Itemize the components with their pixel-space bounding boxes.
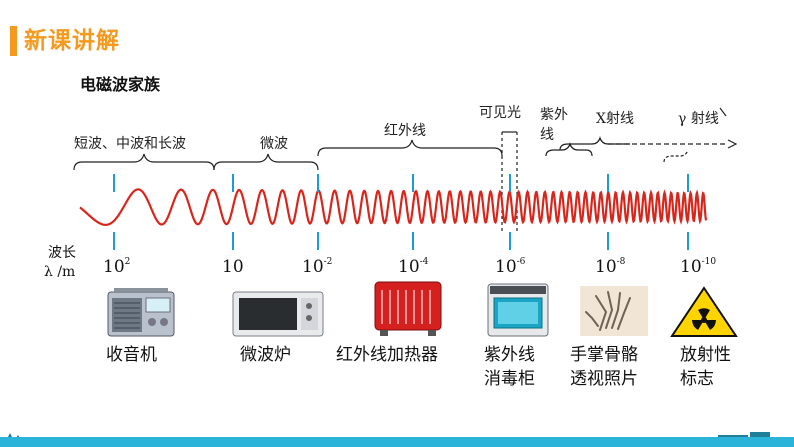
app-label-uv: 紫外线 xyxy=(484,345,535,365)
band-label-ultraviolet: 紫外 xyxy=(540,107,568,123)
app-label-radio: 收音机 xyxy=(106,345,157,365)
band-label-ultraviolet-2: 线 xyxy=(540,127,554,143)
band-label-visible: 可见光 xyxy=(479,105,521,121)
brace-microwave xyxy=(213,153,319,171)
app-label-xray-2: 透视照片 xyxy=(570,369,638,389)
section-title: 电磁波家族 xyxy=(80,75,161,94)
brace-radio xyxy=(73,153,215,171)
band-label-xray: X射线 xyxy=(596,111,634,127)
radiation-warning-icon xyxy=(670,286,738,337)
footer-decoration xyxy=(0,431,794,447)
uv-sterilizer-icon xyxy=(487,283,549,337)
tick-label-5: 10-6 xyxy=(495,257,526,277)
visible-light-separators xyxy=(501,132,518,232)
tick-label-4: 10-4 xyxy=(398,257,429,277)
app-label-heater: 红外线加热器 xyxy=(336,345,438,365)
tick-label-2: 10 xyxy=(222,257,244,277)
brace-gamma-dashed xyxy=(663,149,689,163)
em-wave xyxy=(79,188,708,226)
microwave-oven-icon xyxy=(232,291,324,337)
app-label-radiation-2: 标志 xyxy=(680,369,714,389)
app-label-uv-2: 消毒柜 xyxy=(484,369,535,389)
wavelength-ticks xyxy=(113,174,689,250)
footer-strip xyxy=(0,437,794,447)
brace-ultraviolet xyxy=(545,142,593,157)
band-label-microwave: 微波 xyxy=(260,136,288,152)
wavelength-label: 波长 xyxy=(48,245,76,261)
page-title: 新课讲解 xyxy=(24,28,120,54)
brace-infrared xyxy=(317,139,503,157)
radio-icon xyxy=(107,288,175,337)
wavelength-unit-label: λ /m xyxy=(44,264,76,280)
tick-label-3: 10-2 xyxy=(302,257,333,277)
infrared-heater-icon xyxy=(374,281,442,336)
app-label-microwave: 微波炉 xyxy=(240,345,291,365)
app-label-xray: 手掌骨骼 xyxy=(570,345,638,365)
band-braces xyxy=(73,107,738,171)
brace-xray xyxy=(559,136,630,151)
app-label-radiation: 放射性 xyxy=(680,345,731,365)
header-accent-bar xyxy=(10,26,17,56)
tick-label-7: 10-10 xyxy=(680,257,717,277)
band-label-radio: 短波、中波和长波 xyxy=(74,136,186,152)
band-label-infrared: 红外线 xyxy=(384,123,426,139)
xray-hand-icon xyxy=(580,286,648,336)
tick-label-1: 102 xyxy=(103,257,131,277)
band-label-gamma: γ 射线 xyxy=(678,111,719,127)
tick-label-6: 10-8 xyxy=(595,257,626,277)
